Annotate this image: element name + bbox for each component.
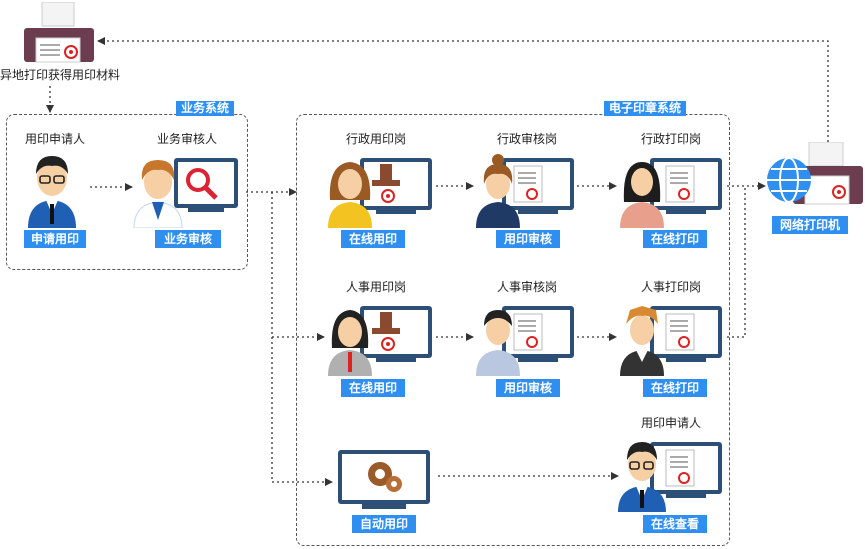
auto-applicant-monitor-icon (618, 442, 722, 512)
auto-seal-monitor-icon (338, 450, 430, 509)
hr-review-role: 人事审核岗 (496, 280, 558, 294)
apply-seal-button[interactable]: 申请用印 (24, 230, 86, 248)
hr-online-print-button[interactable]: 在线打印 (643, 379, 707, 397)
admin-online-seal-button[interactable]: 在线用印 (341, 230, 405, 248)
admin-print-role: 行政打印岗 (640, 132, 702, 146)
seal-system-title: 电子印章系统 (604, 101, 687, 116)
business-system-box (6, 114, 248, 270)
hr-seal-role: 人事用印岗 (345, 280, 407, 294)
network-printer-icon (767, 142, 863, 205)
online-view-button[interactable]: 在线查看 (643, 515, 707, 533)
hr-seal-review-button[interactable]: 用印审核 (496, 379, 560, 397)
applicant-avatar-icon (28, 156, 76, 228)
business-review-button[interactable]: 业务审核 (155, 230, 221, 248)
business-system-title: 业务系统 (176, 101, 235, 116)
printer-icon (24, 2, 94, 63)
hr-review-monitor-icon (476, 306, 574, 376)
admin-review-role: 行政审核岗 (496, 132, 558, 146)
seal-system-box (296, 114, 730, 546)
top-printer-label: 异地打印获得用印材料 (0, 68, 121, 82)
admin-seal-monitor-icon (328, 158, 432, 228)
network-printer-button[interactable]: 网络打印机 (772, 216, 848, 234)
hr-print-role: 人事打印岗 (640, 280, 702, 294)
connector-printer-return (97, 37, 829, 142)
hr-seal-monitor-icon (328, 306, 432, 376)
admin-print-monitor-icon (620, 158, 722, 228)
connector-hr-to-printer (727, 186, 746, 338)
auto-seal-button[interactable]: 自动用印 (352, 515, 416, 533)
admin-seal-role: 行政用印岗 (345, 132, 407, 146)
admin-seal-review-button[interactable]: 用印审核 (496, 230, 560, 248)
reviewer-role: 业务审核人 (156, 132, 218, 146)
reviewer-monitor-icon (133, 158, 238, 228)
applicant-role: 用印申请人 (24, 132, 86, 146)
auto-applicant-role: 用印申请人 (640, 416, 702, 430)
admin-online-print-button[interactable]: 在线打印 (643, 230, 707, 248)
admin-review-monitor-icon (476, 154, 574, 228)
hr-print-monitor-icon (620, 306, 722, 376)
hr-online-seal-button[interactable]: 在线用印 (341, 379, 405, 397)
